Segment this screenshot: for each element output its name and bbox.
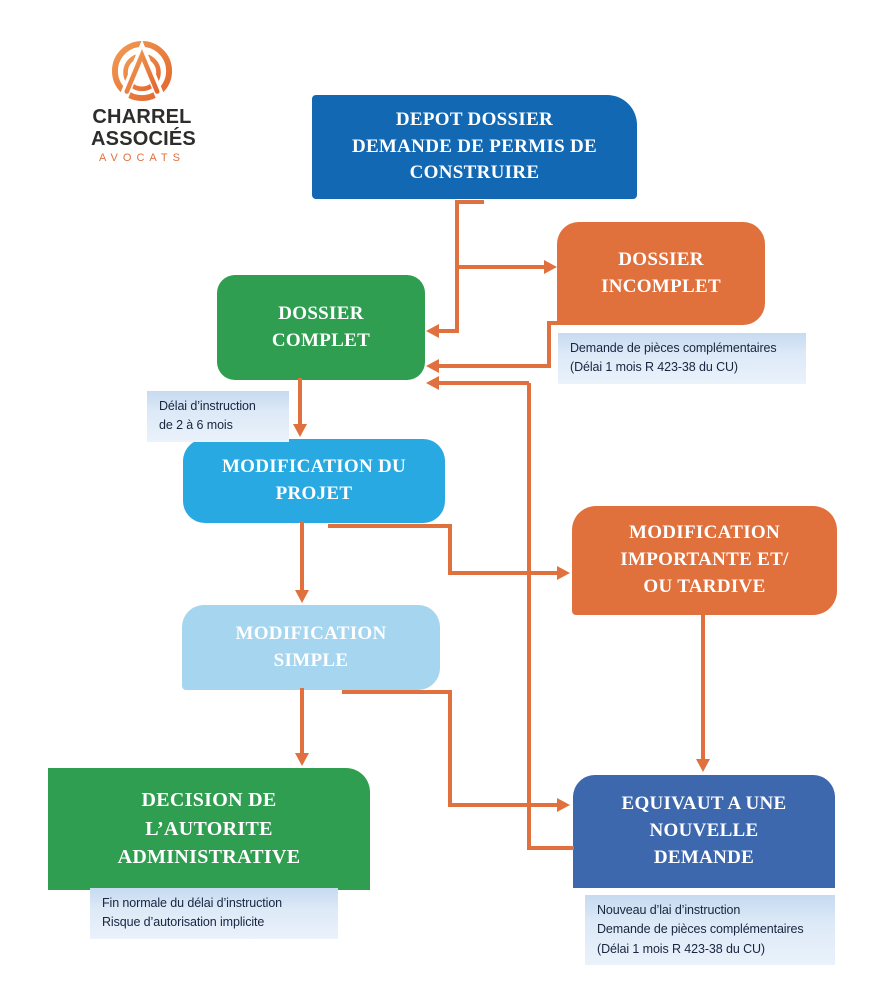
- connector-equivaut-exit: [529, 846, 574, 850]
- connector-simple-exit: [342, 690, 452, 694]
- arrowhead-into-complet-3: [426, 376, 439, 390]
- brand-part2: ASSOCIÉS: [91, 128, 196, 150]
- arrowhead-into-incomplet: [544, 260, 557, 274]
- arrowhead-into-complet-2: [426, 359, 439, 373]
- node-decision-autorite: DECISION DE L’AUTORITE ADMINISTRATIVE: [48, 768, 370, 890]
- connector-projet-exit: [328, 524, 452, 528]
- connector-depot-to-incomplet: [457, 265, 545, 269]
- node-dossier-complet: DOSSIER COMPLET: [217, 275, 425, 380]
- node-equivaut-nouvelle-demande: EQUIVAUT A UNE NOUVELLE DEMANDE: [573, 775, 835, 888]
- arrowhead-into-equivaut-top: [696, 759, 710, 772]
- connector-projet-vertical: [448, 524, 452, 573]
- connector-incomplet-to-complet: [438, 364, 550, 368]
- node-modification-du-projet: MODIFICATION DU PROJET: [183, 439, 445, 523]
- note-fin-delai-instruction: Fin normale du délai d’instruction Risqu…: [90, 888, 338, 939]
- node-modification-importante: MODIFICATION IMPORTANTE ET/ OU TARDIVE: [572, 506, 837, 615]
- connector-simple-to-decision: [300, 688, 304, 753]
- connector-depot-to-complet: [438, 329, 457, 333]
- connector-simple-to-equivaut: [448, 803, 557, 807]
- connector-complet-to-projet: [298, 378, 302, 426]
- arrowhead-into-complet-1: [426, 324, 439, 338]
- connector-depot-elbow: [455, 200, 484, 204]
- note-nouveau-delai: Nouveau d’lai d’instruction Demande de p…: [585, 895, 835, 966]
- arrowhead-into-projet: [293, 424, 307, 437]
- connector-equivaut-to-complet: [438, 381, 529, 385]
- arrowhead-into-equivaut-left: [557, 798, 570, 812]
- connector-importante-to-equivaut: [701, 613, 705, 759]
- logo-a-circle-icon: [111, 39, 173, 103]
- node-depot-dossier: DEPOT DOSSIER DEMANDE DE PERMIS DE CONST…: [312, 95, 637, 199]
- brand-name: CHARRELASSOCIÉS: [42, 106, 242, 150]
- connector-incomplet-vertical: [547, 321, 551, 368]
- node-dossier-incomplet: DOSSIER INCOMPLET: [557, 222, 765, 325]
- connector-projet-to-importante: [448, 571, 557, 575]
- connector-simple-vertical: [448, 690, 452, 807]
- arrowhead-into-importante: [557, 566, 570, 580]
- brand-subtitle: AVOCATS: [99, 152, 185, 164]
- connector-incomplet-exit: [547, 321, 561, 325]
- node-modification-simple: MODIFICATION SIMPLE: [182, 605, 440, 690]
- arrowhead-into-decision: [295, 753, 309, 766]
- arrowhead-into-simple: [295, 590, 309, 603]
- note-delai-instruction: Délai d’instruction de 2 à 6 mois: [147, 391, 289, 442]
- charrel-associes-logo: CHARRELASSOCIÉS AVOCATS: [42, 38, 242, 164]
- connector-equivaut-vertical-return: [527, 383, 531, 850]
- connector-projet-to-simple: [300, 521, 304, 590]
- note-pieces-complementaires: Demande de pièces complémentaires (Délai…: [558, 333, 806, 384]
- brand-part1: CHARREL: [92, 106, 192, 128]
